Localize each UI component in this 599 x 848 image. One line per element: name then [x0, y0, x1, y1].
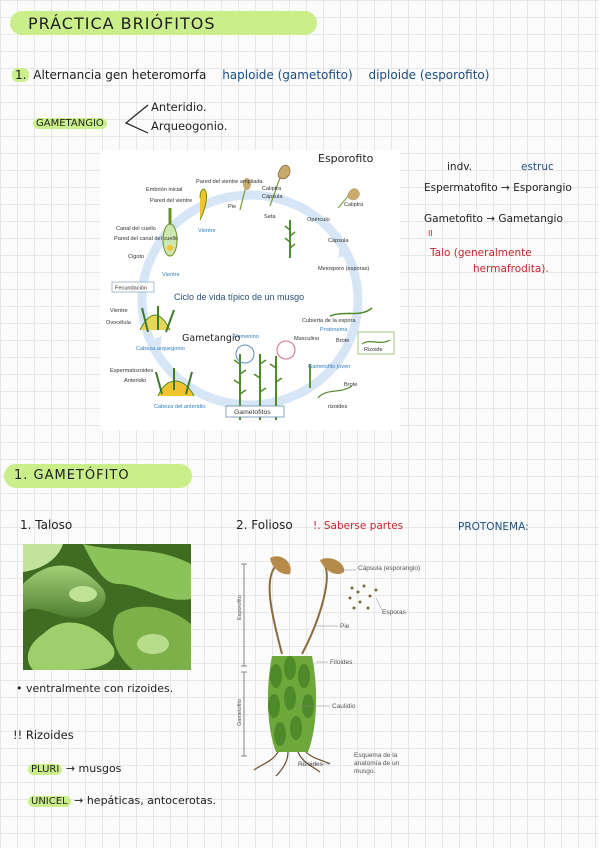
title-highlight — [10, 11, 317, 35]
moss-label-rizoides: Rizoides — [298, 761, 324, 768]
cycle-label-seta: Seta — [264, 214, 276, 220]
cycle-label-capsula2: Cápsula — [328, 238, 349, 244]
cycle-label-vientre2: Vientre — [162, 272, 180, 278]
pluri-line: PLURI → musgos — [28, 762, 121, 775]
cycle-label-pared-canal: Pared del canal del cuello — [114, 236, 178, 242]
cycle-label-vientre3: Vientre — [110, 308, 128, 314]
moss-label-esporas: Esporas — [382, 609, 407, 616]
pluri-label: PLURI — [28, 764, 63, 775]
cycle-label-cabeza-ant: Cabeza del anteridio — [154, 404, 205, 410]
moss-label-caulidio: Caulidio — [332, 703, 356, 710]
cycle-label-cabeza-arq: Cabeza arquegonio — [136, 346, 185, 352]
saberse-note: !. Saberse partes — [313, 520, 404, 532]
diploide-text: diploide (esporofito) — [368, 68, 490, 82]
section1-line: 1. Alternancia gen heteromorfa haploide … — [12, 68, 489, 82]
cycle-label-ovocelula: Ovocélula — [106, 320, 132, 326]
cycle-label-cubierta: Cubierta de la espora — [302, 318, 356, 324]
cycle-label-masculino: Masculino — [294, 336, 319, 342]
section2-title: 1. GAMETÓFITO — [14, 468, 130, 483]
liverwort-photo — [23, 544, 191, 670]
cycle-label-femenino: Femenino — [234, 334, 259, 340]
notes-talo2: hermafrodita). — [473, 263, 549, 275]
cycle-label-pared-vientre: Pared del vientre — [150, 198, 192, 204]
notes-marks: II — [428, 229, 433, 238]
notes-col1: indv. — [447, 161, 472, 173]
moss-label-capsula: Cápsula (esporangio) — [358, 565, 420, 572]
moss-anatomy-diagram: Cápsula (esporangio) Esporas Pie Filoide… — [237, 556, 420, 777]
unicel-label: UNICEL — [28, 796, 71, 807]
moss-label-esporofito: Esporofito — [237, 595, 243, 620]
anteridio-text: Anteridio. — [151, 100, 207, 114]
esporofito-hand: Esporofito — [318, 152, 374, 165]
cycle-label-caliptra: Caliptra — [262, 186, 282, 192]
arqueogonio-text: Arqueogonio. — [151, 119, 228, 133]
notes-col2: estruc — [521, 161, 554, 173]
cycle-label-rizoides: rizoides — [328, 404, 347, 410]
gametangio-hand: Gametangio — [182, 333, 241, 344]
unicel-line: UNICEL → hepáticas, antocerotas. — [28, 794, 216, 807]
ventral-note: • ventralmente con rizoides. — [16, 682, 174, 695]
cycle-label-fecundacion: Fecundación — [115, 286, 147, 292]
cycle-label-espermatozoides: Espermatozoides — [110, 368, 153, 374]
moss-label-pie: Pie — [340, 623, 350, 630]
section1-number: 1. — [12, 68, 30, 82]
moss-life-cycle-diagram: Embrión inicial Pared del vientre amplia… — [100, 150, 400, 430]
unicel-rest: → hepáticas, antocerotas. — [74, 794, 217, 807]
cycle-label-embrion: Embrión inicial — [146, 187, 182, 193]
section1-heading: Alternancia gen heteromorfa — [33, 68, 207, 82]
cycle-label-cigoto: Cigoto — [128, 254, 144, 260]
cycle-label-pared-ampliada: Pared del vientre ampliada — [196, 179, 263, 185]
folioso-label: 2. Folioso — [236, 518, 293, 532]
protonema-heading: PROTONEMA: — [458, 521, 529, 533]
cycle-label-rizoide: Rizoide — [364, 347, 383, 353]
rizoides-note: !! Rizoides — [13, 728, 74, 742]
cycle-label-canal: Canal del cuello — [116, 226, 156, 232]
cycle-label-capsula: Cápsula — [262, 194, 283, 200]
page-title: PRÁCTICA BRIÓFITOS — [28, 14, 216, 33]
pluri-rest: → musgos — [65, 762, 122, 775]
moss-caption: Esquema de la anatomía de un musgo. — [354, 752, 400, 775]
cycle-label-vientre: Vientre — [198, 228, 216, 234]
bracket-icon — [124, 104, 149, 134]
cycle-label-brote2: Brote — [344, 382, 357, 388]
cycle-label-caliptra2: Caliptra — [344, 202, 364, 208]
gametangio-label: GAMETANGIO — [33, 118, 107, 129]
section2-highlight — [4, 464, 192, 488]
cycle-label-pie: Pie — [228, 204, 236, 210]
cycle-label-gametofitos: Gametofitos — [234, 409, 271, 416]
haploide-text: haploide (gametofito) — [222, 68, 353, 82]
taloso-label: 1. Taloso — [20, 518, 73, 532]
notes-row2: Gametofito → Gametangio — [424, 213, 563, 225]
moss-label-gametofito: Gametofito — [237, 699, 243, 726]
cycle-label-gametofito-joven: Gametofito joven — [308, 364, 350, 370]
cycle-title: Ciclo de vida típico de un musgo — [174, 292, 304, 302]
cycle-label-anteridio: Anteridio — [124, 378, 146, 384]
cycle-label-brote: Brote — [336, 338, 349, 344]
notes-talo1: Talo (generalmente — [430, 247, 532, 259]
cycle-label-operculo: Opérculo — [307, 217, 330, 223]
cycle-label-meiosporo: Meiosporo (esporas) — [318, 266, 369, 272]
moss-label-filoides: Filoides — [330, 659, 353, 666]
cycle-label-protonema: Protonema — [320, 327, 348, 333]
notes-row1: Espermatofito → Esporangio — [424, 182, 572, 194]
